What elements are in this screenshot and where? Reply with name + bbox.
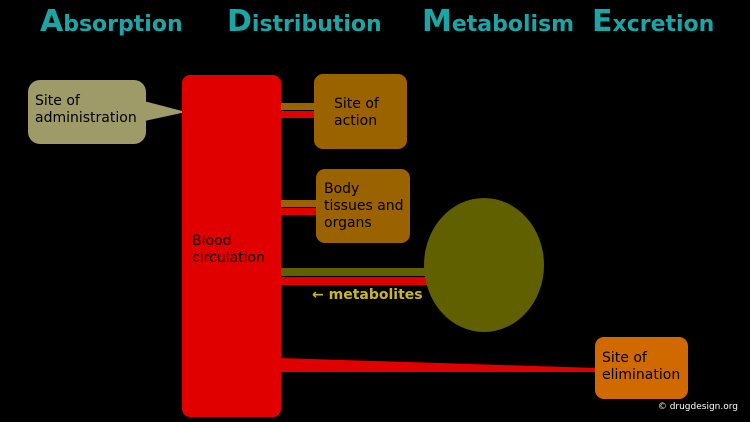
site-of-administration-line1: Site of	[35, 93, 80, 109]
blood-circulation-box: Blood circulation	[182, 75, 281, 417]
connector-metabolism-red	[280, 277, 430, 285]
blood-circulation-line2: circulation	[192, 250, 265, 266]
blood-circulation-line1: Blood	[192, 233, 232, 249]
heading-distribution: Distribution	[227, 4, 382, 39]
connector-tissues-olive	[280, 200, 318, 207]
heading-excretion-cap: E	[592, 4, 613, 39]
heading-metabolism-rest: etabolism	[451, 12, 575, 37]
site-of-elimination-line1: Site of	[602, 350, 647, 366]
heading-absorption: Absorption	[40, 4, 183, 39]
heading-distribution-rest: istribution	[251, 12, 382, 37]
heading-absorption-rest: bsorption	[63, 12, 183, 37]
metabolism-organ	[424, 198, 544, 332]
body-tissues-line2: tissues and	[324, 198, 404, 214]
metabolites-label: ← metabolites	[312, 287, 423, 303]
site-of-action-line1: Site of	[334, 96, 379, 112]
connector-elimination	[280, 358, 598, 372]
site-of-elimination-box: Site of elimination	[595, 337, 688, 399]
site-of-action-box: Site of action	[314, 74, 407, 149]
body-tissues-line1: Body	[324, 181, 360, 197]
heading-metabolism-cap: M	[422, 4, 452, 39]
heading-absorption-cap: A	[40, 4, 64, 39]
site-of-action-line2: action	[334, 113, 378, 129]
connector-action-red	[280, 111, 316, 118]
heading-metabolism: Metabolism	[422, 4, 574, 39]
administration-callout-pointer	[140, 100, 186, 122]
heading-excretion: Excretion	[592, 4, 714, 39]
site-of-administration-line2: administration	[35, 110, 137, 126]
heading-excretion-rest: xcretion	[612, 12, 715, 37]
heading-distribution-cap: D	[227, 4, 252, 39]
connector-tissues-red	[280, 208, 318, 215]
connector-action-olive	[280, 103, 316, 110]
connector-metabolism-olive	[280, 268, 430, 276]
copyright-credit: © drugdesign.org	[657, 402, 738, 412]
body-tissues-box: Body tissues and organs	[316, 169, 410, 243]
site-of-administration-box: Site of administration	[28, 80, 146, 144]
site-of-elimination-line2: elimination	[602, 367, 681, 383]
body-tissues-line3: organs	[324, 215, 372, 231]
